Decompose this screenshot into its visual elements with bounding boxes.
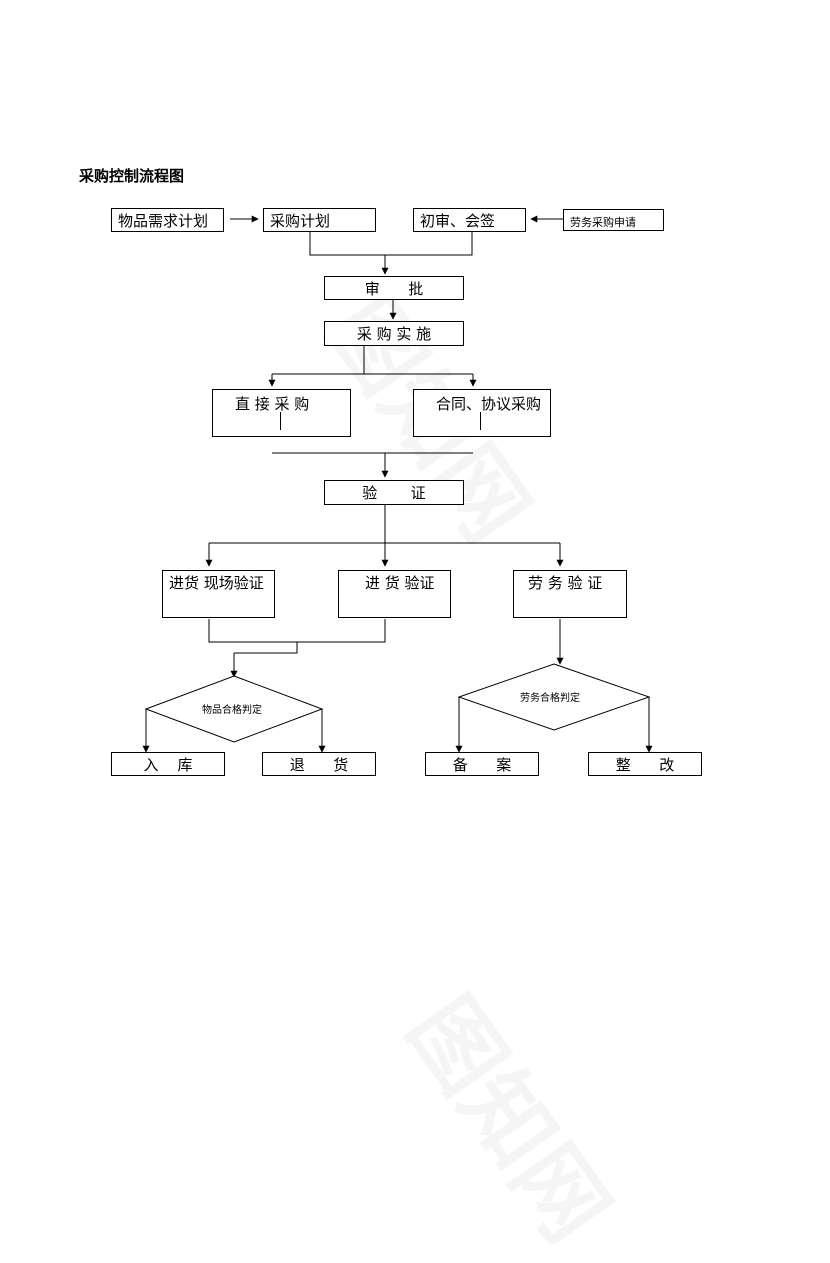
implement-label: 采 购 实 施 <box>356 325 432 343</box>
demand-plan-box: 物品需求计划 <box>111 208 224 232</box>
record-box: 备 案 <box>425 752 539 776</box>
demand-plan-label: 物品需求计划 <box>118 212 209 230</box>
labor-request-box: 劳务采购申请 <box>563 209 664 231</box>
stock-in-label: 入 库 <box>143 756 193 774</box>
connector-goods-merge <box>208 619 386 643</box>
review-box: 初审、会签 <box>413 208 526 232</box>
labor-judge-diamond <box>457 663 651 731</box>
goods-verify-label: 进 货 验证 <box>365 574 435 592</box>
direct-box-divider <box>280 412 281 430</box>
onsite-verify-label: 进货 现场验证 <box>169 574 264 592</box>
rectify-box: 整 改 <box>588 752 702 776</box>
goods-verify-box: 进 货 验证 <box>338 570 451 618</box>
record-label: 备 案 <box>452 756 512 774</box>
review-label: 初审、会签 <box>420 212 496 230</box>
connector-plan-review <box>309 231 473 256</box>
return-label: 退 货 <box>289 756 349 774</box>
stock-in-box: 入 库 <box>111 752 225 776</box>
purchase-plan-label: 采购计划 <box>270 212 331 230</box>
implement-box: 采 购 实 施 <box>324 321 464 346</box>
flow-connectors: 物品合格判定 劳务合格判定 <box>142 215 653 753</box>
verify-label: 验 证 <box>362 484 426 502</box>
approval-box: 审 批 <box>324 276 464 300</box>
goods-judge-diamond <box>144 675 324 743</box>
return-box: 退 货 <box>262 752 376 776</box>
contract-purchase-box: 合同、协议采购 <box>413 389 551 437</box>
labor-verify-box: 劳 务 验 证 <box>513 570 627 618</box>
labor-request-label: 劳务采购申请 <box>570 216 636 229</box>
contract-purchase-label: 合同、协议采购 <box>436 395 542 413</box>
onsite-verify-box: 进货 现场验证 <box>162 570 275 618</box>
purchase-plan-box: 采购计划 <box>263 208 376 232</box>
labor-verify-label: 劳 务 验 证 <box>528 574 603 592</box>
verify-box: 验 证 <box>324 480 464 505</box>
rectify-label: 整 改 <box>615 756 675 774</box>
goods-judge-label: 物品合格判定 <box>202 703 262 716</box>
connector-goods-offset <box>234 642 298 654</box>
approval-label: 审 批 <box>364 280 424 298</box>
contract-box-divider <box>480 412 481 430</box>
labor-judge-label: 劳务合格判定 <box>520 691 580 704</box>
direct-purchase-label: 直 接 采 购 <box>235 395 310 413</box>
direct-purchase-box: 直 接 采 购 <box>212 389 351 437</box>
page-title: 采购控制流程图 <box>79 167 185 185</box>
